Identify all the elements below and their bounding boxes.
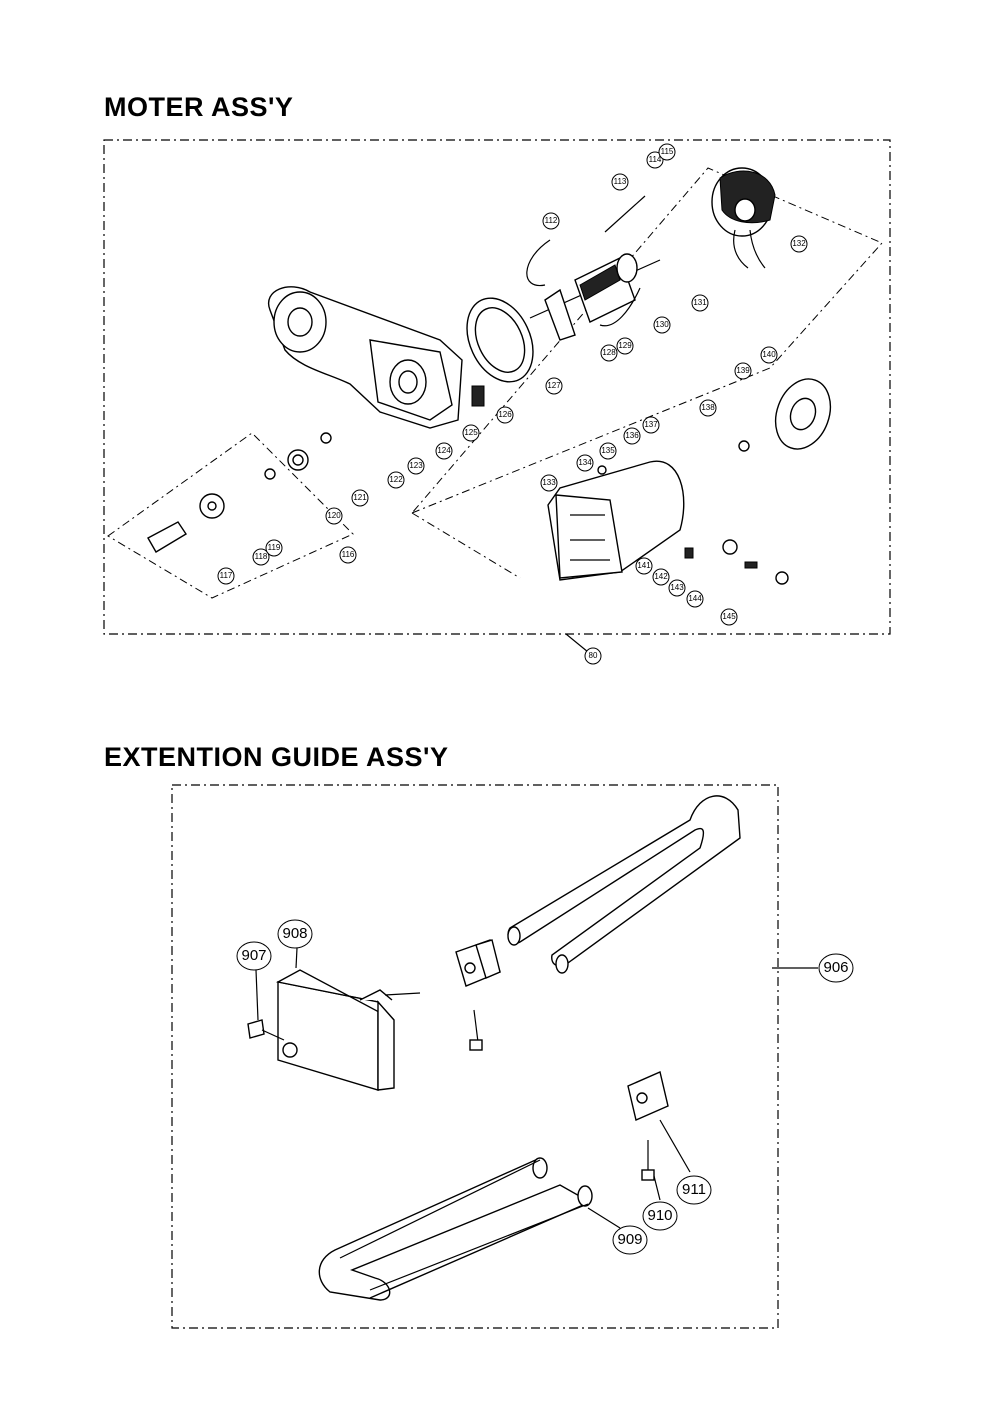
label-911: 911: [682, 1181, 706, 1198]
label-115: 115: [661, 147, 674, 156]
label-144: 144: [688, 594, 702, 603]
guide-rod-lower: [318, 1157, 593, 1301]
label-908: 908: [282, 925, 307, 942]
armature: [529, 253, 661, 341]
motor-assembly-diagram: 112 113 114 115 116 117 118 119 120 121 …: [103, 139, 891, 665]
extension-guide-frame: [171, 784, 779, 1329]
label-129: 129: [618, 341, 632, 350]
motor-assembly-frame: [103, 139, 891, 635]
extension-guide-assembly-title: EXTENTION GUIDE ASS'Y: [104, 742, 449, 772]
label-80: 80: [589, 651, 598, 660]
label-910: 910: [647, 1207, 672, 1224]
label-132: 132: [792, 239, 806, 248]
label-119: 119: [268, 543, 281, 552]
lead-wire-112: [526, 239, 551, 287]
label-907: 907: [241, 947, 266, 964]
label-135: 135: [601, 446, 615, 455]
label-128: 128: [602, 348, 616, 357]
guide-rod-upper: [507, 795, 741, 974]
label-124: 124: [437, 446, 451, 455]
motor-part-labels: 112 113 114 115 116 117 118 119 120 121 …: [217, 143, 808, 665]
rear-cover: [774, 378, 832, 450]
label-137: 137: [644, 420, 658, 429]
spindle-subgroup-box: [107, 432, 354, 599]
brush-parts: [597, 440, 789, 585]
label-120: 120: [327, 511, 341, 520]
label-114: 114: [649, 155, 662, 164]
label-125: 125: [464, 428, 478, 437]
guide-block: [275, 969, 395, 1091]
label-126: 126: [498, 410, 512, 419]
label-138: 138: [701, 403, 715, 412]
label-113: 113: [614, 177, 627, 186]
label-116: 116: [342, 550, 355, 559]
label-123: 123: [409, 461, 423, 470]
label-117: 117: [220, 571, 233, 580]
label-142: 142: [654, 572, 668, 581]
label-145: 145: [722, 612, 736, 621]
label-909: 909: [617, 1231, 642, 1248]
label-122: 122: [389, 475, 403, 484]
stator: [711, 167, 776, 269]
bracket-upper: [455, 939, 501, 1051]
label-121: 121: [353, 493, 367, 502]
extension-guide-diagram: 906 907 908 909 910 911: [171, 784, 854, 1329]
label-130: 130: [655, 320, 669, 329]
label-139: 139: [736, 366, 750, 375]
gear-housing: [267, 286, 463, 429]
label-118: 118: [255, 552, 268, 561]
label-131: 131: [693, 298, 707, 307]
bracket-lower: [627, 1071, 669, 1181]
guide-part-labels: 906 907 908 909 910 911: [236, 919, 854, 1255]
label-140: 140: [762, 350, 776, 359]
label-112: 112: [545, 216, 558, 225]
fan-baffle: [466, 297, 534, 383]
spindle-parts: [147, 432, 332, 553]
wing-bolt: [247, 1019, 285, 1041]
label-134: 134: [578, 458, 592, 467]
label-127: 127: [547, 381, 561, 390]
lead-wire-130: [599, 287, 641, 327]
label-133: 133: [542, 478, 556, 487]
motor-housing: [547, 460, 685, 581]
motor-assembly-title: MOTER ASS'Y: [104, 92, 294, 122]
label-141: 141: [637, 561, 651, 570]
brush-holder: [471, 385, 485, 407]
label-136: 136: [625, 431, 639, 440]
label-906: 906: [823, 959, 848, 976]
screw-113: [604, 195, 646, 233]
label-143: 143: [670, 583, 684, 592]
